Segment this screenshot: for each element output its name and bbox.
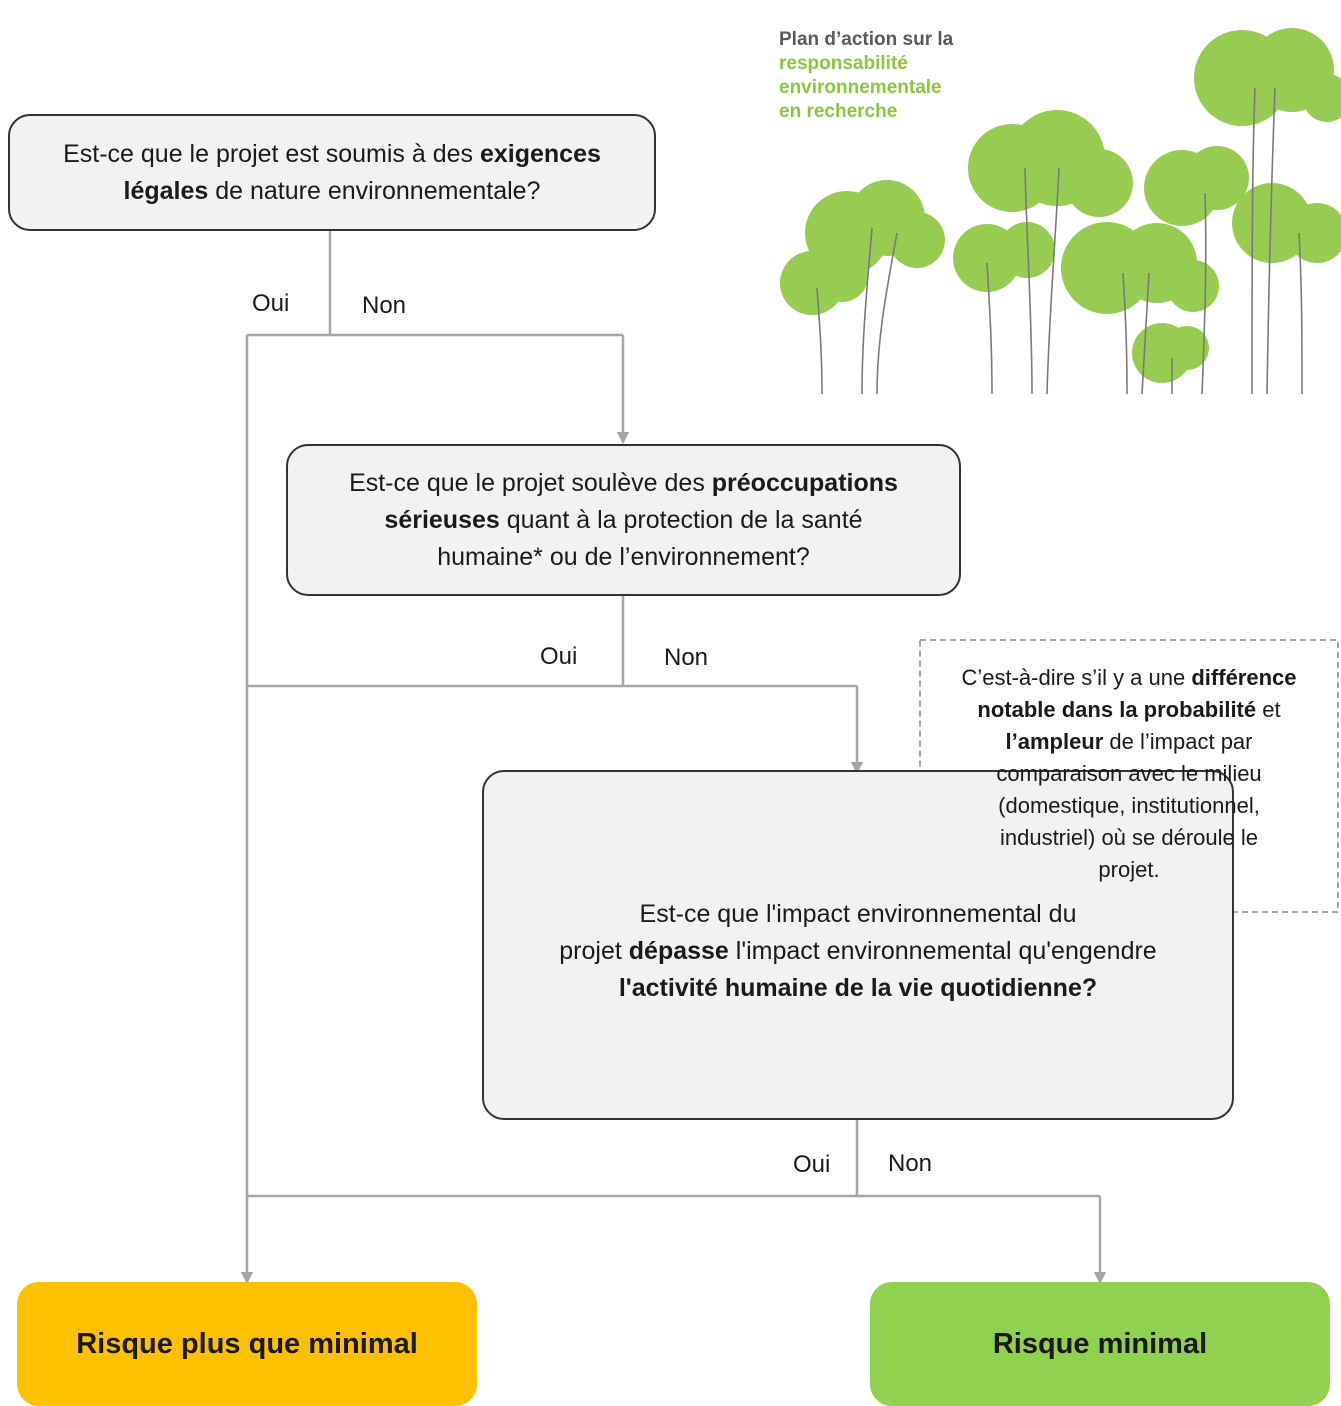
- q1-line2-text: de nature environnementale?: [208, 176, 541, 205]
- note-line3-text: de l’impact par: [1103, 729, 1253, 754]
- note-line2-text: et: [1256, 697, 1281, 722]
- question-legal-requirements: Est-ce que le projet est soumis à des ex…: [8, 114, 656, 231]
- q1-line2-bold: légales: [123, 176, 209, 205]
- logo-line1: Plan d’action sur la: [779, 29, 954, 50]
- hands-trees-illustration: [780, 28, 1341, 394]
- q2-line2-text: quant à la protection de la santé: [499, 505, 863, 534]
- outcome-more-than-minimal: Risque plus que minimal: [17, 1282, 477, 1406]
- q3-line3-bold: l'activité humaine de la vie quotidienne…: [618, 973, 1098, 1002]
- question-serious-concerns: Est-ce que le projet soulève des préoccu…: [286, 444, 961, 596]
- q3-line2-text: projet: [559, 936, 629, 965]
- q3-line2-bold: dépasse: [628, 936, 729, 965]
- q2-no-label: Non: [664, 644, 709, 671]
- note-line2-bold: notable dans la probabilité: [977, 697, 1257, 722]
- note-line1-text: C’est-à-dire s’il y a une: [961, 665, 1192, 690]
- action-plan-logo: Plan d’action sur la responsabilité envi…: [727, 18, 1341, 394]
- q2-line1-text: Est-ce que le projet soulève des: [349, 468, 712, 497]
- q2-line3-text: humaine* ou de l’environnement?: [437, 542, 810, 571]
- logo-line2: responsabilité: [779, 53, 908, 74]
- logo-line4: en recherche: [779, 101, 898, 122]
- outcome-more-than-minimal-label: Risque plus que minimal: [76, 1327, 418, 1360]
- q3-yes-label: Oui: [793, 1151, 831, 1178]
- note-line1-bold: différence: [1191, 665, 1297, 690]
- q3-no-label: Non: [888, 1150, 933, 1177]
- q2-yes-label: Oui: [540, 643, 578, 670]
- outcome-minimal-label: Risque minimal: [992, 1327, 1208, 1360]
- q1-line1-text: Est-ce que le projet est soumis à des: [63, 139, 480, 168]
- q2-line2-bold: sérieuses: [384, 505, 500, 534]
- q3-line1-text: Est-ce que l'impact environnemental du: [639, 899, 1077, 928]
- logo-line3: environnementale: [779, 77, 942, 98]
- q1-line1-bold: exigences: [479, 139, 601, 168]
- question-impact-exceeds: Est-ce que l'impact environnemental du p…: [482, 770, 1234, 1120]
- logo-title: Plan d’action sur la responsabilité envi…: [779, 28, 953, 124]
- outcome-minimal: Risque minimal: [870, 1282, 1330, 1406]
- note-line4: comparaison avec le milieu: [996, 761, 1262, 786]
- q1-no-label: Non: [362, 292, 407, 319]
- q1-yes-label: Oui: [252, 290, 290, 317]
- q2-line1-bold: préoccupations: [711, 468, 898, 497]
- note-line7: projet.: [1098, 857, 1160, 882]
- note-line5: (domestique, institutionnel,: [998, 793, 1260, 818]
- note-line3-bold: l’ampleur: [1005, 729, 1104, 754]
- note-line6: industriel) où se déroule le: [999, 825, 1259, 850]
- q3-line2-tail: l'impact environnemental qu'engendre: [728, 936, 1157, 965]
- clarification-note: C’est-à-dire s’il y a une différence not…: [920, 656, 1338, 892]
